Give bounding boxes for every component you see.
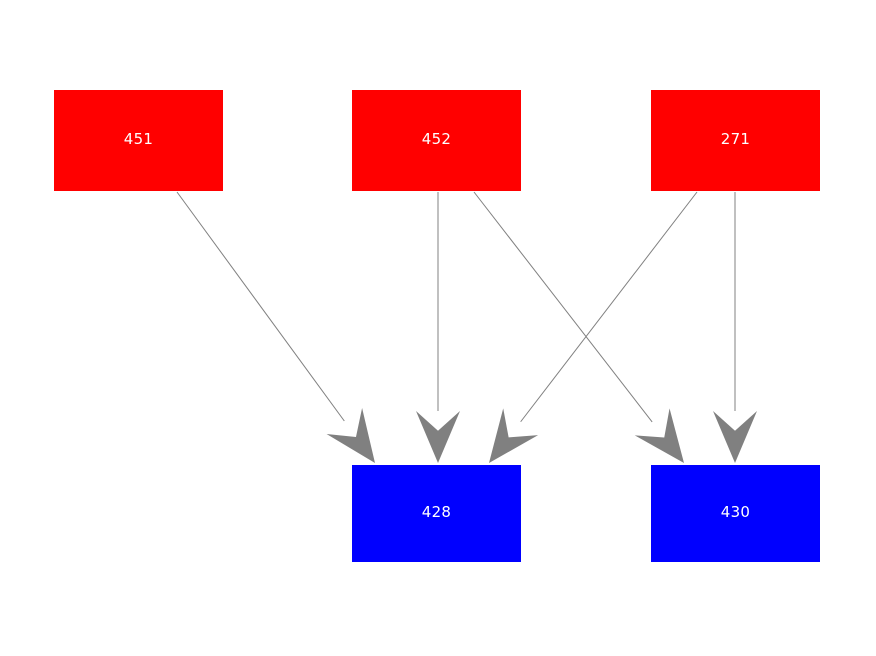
node-label: 428: [421, 503, 452, 521]
edge-452-to-428: [416, 192, 460, 463]
edge-line: [473, 191, 653, 423]
edge-line: [520, 191, 698, 423]
edge-271-to-430: [713, 192, 757, 463]
arrowhead-icon: [489, 408, 539, 463]
node-label: 451: [123, 130, 154, 148]
edge-451-to-428: [176, 191, 375, 463]
node-label: 430: [720, 503, 751, 521]
node-label: 271: [720, 130, 751, 148]
arrowhead-icon: [326, 408, 375, 463]
edge-452-to-430: [473, 191, 684, 463]
node-430[interactable]: 430: [651, 465, 820, 562]
node-451[interactable]: 451: [54, 90, 223, 191]
edge-line: [176, 191, 345, 422]
node-271[interactable]: 271: [651, 90, 820, 191]
node-428[interactable]: 428: [352, 465, 521, 562]
node-452[interactable]: 452: [352, 90, 521, 191]
edge-271-to-428: [489, 191, 698, 463]
arrowhead-icon: [416, 411, 460, 463]
arrowhead-icon: [713, 411, 757, 463]
node-label: 452: [421, 130, 452, 148]
arrowhead-icon: [634, 408, 684, 463]
